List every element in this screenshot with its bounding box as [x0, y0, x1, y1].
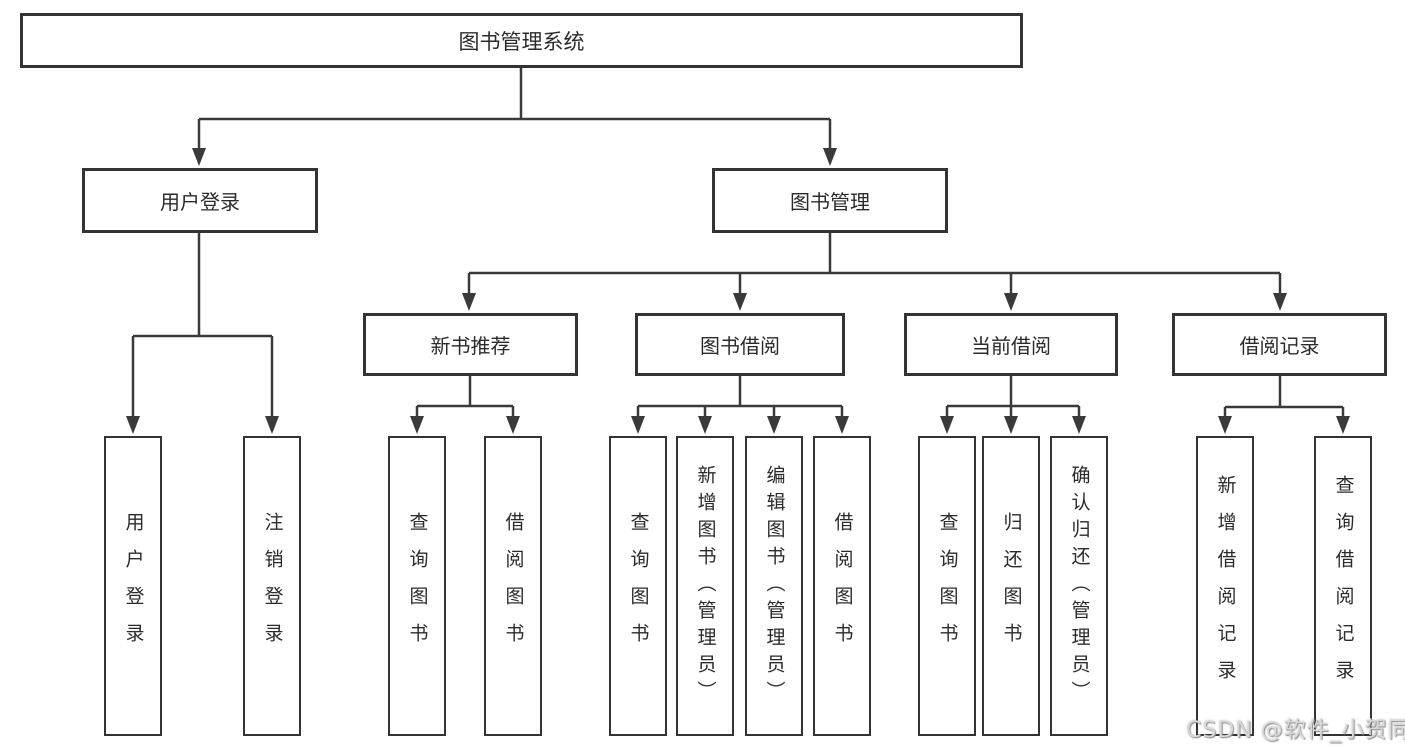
node-current-borrowing-label: 当前借阅 [971, 334, 1051, 358]
leaf-record-query-borrow-record: 查询借阅记录 [1314, 436, 1372, 736]
node-user-login-label: 用户登录 [160, 190, 240, 214]
connector-root-to-level1 [197, 68, 832, 150]
node-user-login: 用户登录 [82, 168, 318, 233]
leaf-user-login: 用户登录 [104, 436, 162, 736]
connector-currentborrow-to-leaves [945, 376, 1081, 418]
node-new-book-recommend: 新书推荐 [363, 313, 578, 376]
node-book-borrowing-label: 图书借阅 [700, 334, 780, 358]
node-root-system: 图书管理系统 [20, 13, 1023, 68]
connector-borrowrecord-to-leaves [1223, 375, 1345, 418]
node-current-borrowing: 当前借阅 [904, 313, 1118, 376]
node-borrowing-records: 借阅记录 [1172, 313, 1387, 376]
connector-bookborrow-to-leaves [636, 376, 844, 418]
connector-userlogin-to-leaves [131, 233, 274, 418]
connector-bookmgmt-to-level2 [467, 233, 1282, 295]
connector-newbookrec-to-leaves [415, 376, 515, 418]
node-book-management: 图书管理 [712, 168, 948, 233]
csdn-watermark: CSDN @软件_小贺同学 [1186, 718, 1405, 743]
leaf-recommend-borrow-books: 借阅图书 [484, 436, 542, 736]
leaf-logout: 注销登录 [243, 436, 301, 736]
leaf-borrow-edit-books-admin: 编辑图书（管理员） [745, 436, 803, 736]
node-borrowing-records-label: 借阅记录 [1239, 334, 1320, 358]
leaf-current-query-books: 查询图书 [918, 436, 976, 736]
leaf-borrow-add-books-admin: 新增图书（管理员） [676, 436, 734, 736]
leaf-borrow-query-books: 查询图书 [609, 436, 667, 736]
node-root-label: 图书管理系统 [458, 29, 585, 54]
arrowheads [126, 148, 1350, 434]
node-book-borrowing: 图书借阅 [635, 313, 845, 376]
leaf-current-confirm-return-admin: 确认归还（管理员） [1050, 436, 1108, 736]
node-book-management-label: 图书管理 [790, 190, 870, 214]
leaf-borrow-borrow-books: 借阅图书 [813, 436, 871, 736]
leaf-recommend-query-books: 查询图书 [388, 436, 446, 736]
node-new-book-recommend-label: 新书推荐 [430, 334, 511, 358]
leaf-current-return-books: 归还图书 [982, 436, 1040, 736]
leaf-record-add-borrow-record: 新增借阅记录 [1196, 436, 1254, 736]
